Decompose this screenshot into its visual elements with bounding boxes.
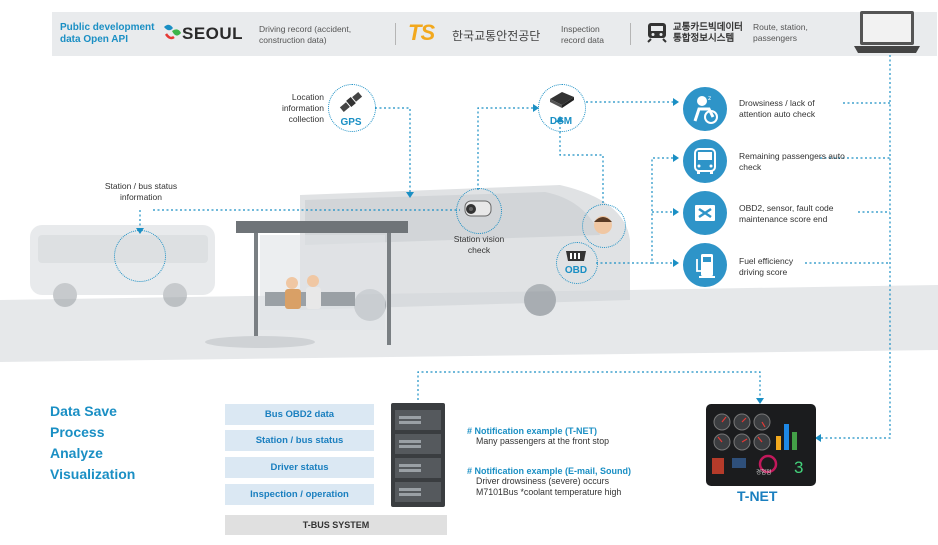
header-divider [630,23,631,45]
server-rack-icon [391,403,445,507]
satellite-icon [339,91,363,113]
ts-organization-name: 한국교통안전공단 [452,29,541,43]
data-item-box: Bus OBD2 data [225,404,374,425]
gps-caption: Location information collection [281,92,324,124]
svg-text:z: z [708,95,711,102]
notification-line: Driver drowsiness (severe) occurs [476,476,609,486]
subway-train-icon [647,23,667,43]
dashboard-gauges [712,413,797,474]
driver-face-icon [594,216,612,234]
check-label: OBD2, sensor, fault code maintenance sco… [739,203,834,224]
check-label: Remaining passengers auto check [739,151,845,172]
pipeline-step: Analyze [50,445,103,461]
vision-camera-icon [464,200,492,217]
notification-email: # Notification example (E-mail, Sound) D… [467,466,687,498]
pipeline-step: Data Save [50,403,117,419]
tools-icon [695,205,715,221]
dashboard-big-number: 3 [794,458,804,477]
fuel-pump-icon [696,254,715,278]
passengers-check-disc [683,139,727,183]
pipeline-step: Visualization [50,466,136,482]
pipeline-step: Process [50,424,105,440]
dashboard-small-text: 경험점 [756,470,772,476]
drowsiness-check-disc: z [683,87,727,131]
obd-focus-ring [556,242,598,284]
tnet-label: T-NET [737,488,778,504]
check-label: Fuel efficiency driving score [739,256,794,277]
notification-line: M7101Bus *coolant temperature high [476,487,622,497]
obd-connector-icon [566,251,586,261]
card-description: Route, station, passengers [753,22,808,43]
fuel-check-disc [683,243,727,287]
maintenance-check-disc [683,191,727,235]
data-item-box: Driver status [225,457,374,478]
open-api-title: Public development data Open API [60,22,155,45]
station-bus-caption: Station / bus status information [104,181,178,202]
ts-description: Inspection record data [561,24,604,45]
tnet-dashboard: 경험점 3 [706,404,816,486]
bus-shelter [205,221,408,348]
gps-label: GPS [340,117,362,128]
station-vision-caption: Station vision check [453,234,505,255]
pipeline-steps: Data Save Process Analyze Visualization [50,401,135,485]
waiting-passengers [285,275,321,309]
driver-focus-ring [582,204,626,248]
drowsy-driver-icon: z [693,95,718,124]
station-status-focus-ring [114,230,166,282]
dsm-device-icon [550,92,574,108]
laptop-icon [854,11,920,53]
data-item-box: Inspection / operation [225,484,374,505]
camera-focus-ring [456,188,502,234]
header-divider [395,23,396,45]
notification-title: # Notification example (T-NET) [467,426,598,436]
gps-focus-ring [328,84,376,132]
connector-lines [139,55,891,439]
check-label: Drowsiness / lack of attention auto chec… [739,98,816,119]
data-item-box: Station / bus status [225,430,374,451]
notification-title: # Notification example (E-mail, Sound) [467,466,632,476]
dsm-focus-ring [538,84,586,132]
data-source-bar [52,12,937,56]
system-label: T-BUS SYSTEM [225,515,447,535]
seoul-description: Driving record (accident, construction d… [259,24,352,45]
obd-label: OBD [564,265,588,276]
card-data-organization: 교통카드빅데이터 통합정보시스템 [673,22,743,44]
notification-line: Many passengers at the front stop [476,436,610,446]
ts-logo: TS [408,20,435,45]
seoul-logo-mark-icon [164,24,181,40]
notification-tnet: # Notification example (T-NET) Many pass… [467,426,687,447]
dsm-label: DSM [549,116,573,127]
bus-front-icon [694,148,716,174]
seoul-logo: SEOUL [182,24,244,43]
